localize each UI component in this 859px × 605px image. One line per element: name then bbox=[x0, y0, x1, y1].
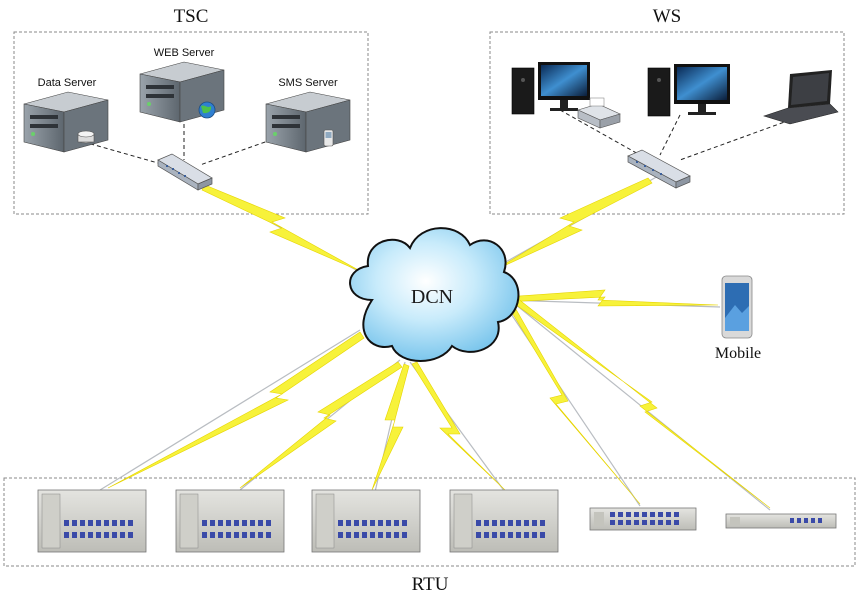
sms-server: SMS Server bbox=[265, 77, 351, 153]
data-server: Data Server bbox=[23, 77, 109, 153]
lightning-bolt-ws bbox=[494, 177, 653, 271]
mobile-phone bbox=[721, 275, 753, 339]
printer bbox=[577, 97, 621, 129]
ws-group-title: WS bbox=[653, 6, 682, 27]
data-server-label: Data Server bbox=[38, 77, 97, 89]
rtu-group-box bbox=[3, 477, 856, 567]
rtu-rack-2 bbox=[175, 489, 285, 553]
lightning-bolt-rtu4 bbox=[411, 361, 506, 491]
tsc-group-box bbox=[13, 31, 369, 215]
lightning-bolt-rtu2 bbox=[239, 361, 403, 489]
lightning-bolt-rtu5 bbox=[507, 303, 641, 505]
ws-switch bbox=[627, 149, 691, 189]
dcn-cloud: DCN bbox=[349, 227, 520, 362]
workstation-1 bbox=[511, 62, 590, 115]
laptop bbox=[763, 70, 839, 125]
lightning-links bbox=[107, 177, 771, 509]
rtu-unit-5 bbox=[589, 507, 697, 531]
sms-server-label: SMS Server bbox=[278, 77, 338, 89]
rtu-rack-1 bbox=[37, 489, 147, 553]
web-server-label: WEB Server bbox=[154, 47, 215, 59]
rtu-unit-6 bbox=[725, 513, 837, 529]
lightning-bolt-rtu3 bbox=[371, 363, 410, 491]
lightning-bolt-rtu1 bbox=[107, 331, 365, 489]
tsc-group-title: TSC bbox=[174, 6, 209, 27]
rtu-rack-4 bbox=[449, 489, 559, 553]
web-server: WEB Server bbox=[139, 47, 225, 123]
workstation-2 bbox=[647, 64, 730, 117]
rtu-group-title: RTU bbox=[412, 574, 449, 595]
ws-group-box bbox=[489, 31, 845, 215]
tsc-switch bbox=[157, 153, 213, 191]
lightning-bolt-mobile bbox=[504, 289, 719, 307]
mobile-label: Mobile bbox=[715, 345, 761, 362]
lightning-bolt-rtu6 bbox=[511, 297, 771, 509]
rtu-rack-3 bbox=[311, 489, 421, 553]
ws-links bbox=[559, 109, 791, 161]
lightning-bolt-tsc bbox=[201, 184, 363, 273]
dcn-label: DCN bbox=[411, 286, 453, 308]
